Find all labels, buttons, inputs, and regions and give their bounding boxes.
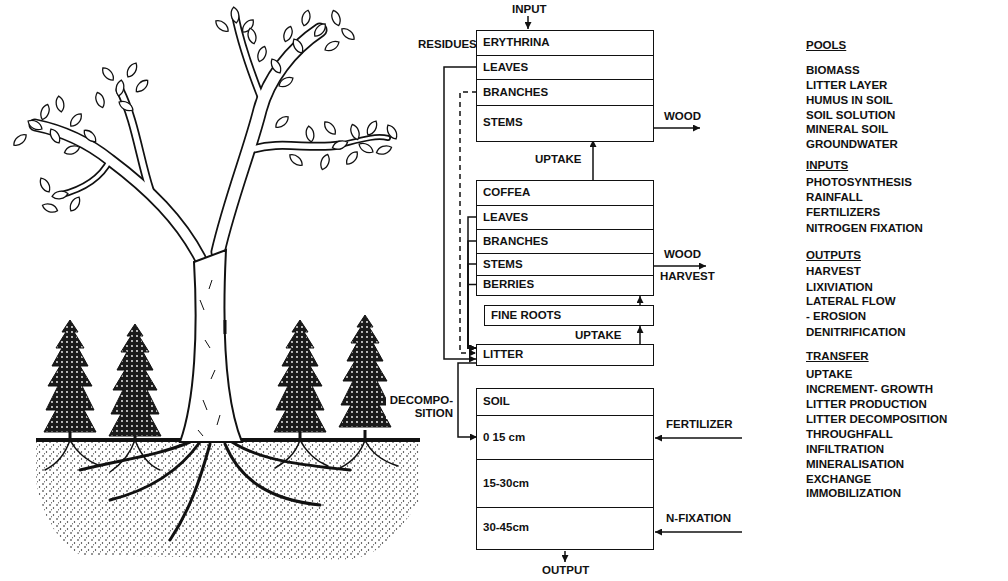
component-row: STEMS [477, 105, 653, 140]
flow-label: WOOD [664, 248, 701, 260]
flow-connector [639, 326, 641, 344]
list-item: NITROGEN FIXATION [806, 222, 923, 234]
flow-connector [460, 92, 477, 353]
list-item: INCREMENT- GROWTH [806, 383, 933, 395]
flow-label: FERTILIZER [666, 418, 732, 430]
component-row: BRANCHES [477, 79, 653, 105]
pool-box: SOIL 0 15 cm 15-30cm 30-45cm [476, 388, 654, 550]
edge-label: UPTAKE [534, 153, 582, 166]
box-label: BRANCHES [483, 87, 548, 99]
box-label: STEMS [483, 117, 523, 129]
list-item: LITTER LAYER [806, 79, 887, 91]
list-item: DENITRIFICATION [806, 326, 905, 338]
box-heading: COFFEA [477, 181, 653, 205]
harvest-arrow [654, 265, 706, 267]
fertilizer-arrow [655, 437, 742, 439]
component-row: STEMS [477, 253, 653, 275]
flow-connector [592, 140, 594, 180]
flow-label: HARVEST [660, 270, 715, 282]
list-item: RAINFALL [806, 191, 863, 203]
flow-label: N-FIXATION [666, 512, 731, 524]
list-item: LITTER PRODUCTION [806, 398, 927, 410]
list-item: LATERAL FLOW [806, 295, 896, 307]
box-label: SOIL [483, 396, 510, 408]
list-item: INFILTRATION [806, 443, 884, 455]
n-fixation-arrow [655, 531, 742, 533]
box-label: BERRIES [483, 279, 534, 291]
pool-box: ERYTHRINA LEAVES BRANCHES STEMS [476, 30, 654, 142]
flow-label: INPUT [512, 3, 547, 15]
output-arrow [564, 551, 566, 562]
list-item: SOIL SOLUTION [806, 109, 895, 121]
list-item: MINERALISATION [806, 458, 904, 470]
roots [45, 440, 398, 540]
list-item: LITTER DECOMPOSITION [806, 413, 947, 425]
flow-label: RESIDUES [418, 38, 477, 50]
list-item: PHOTOSYNTHESIS [806, 176, 912, 188]
edge-label: DECOMPO- SITION [386, 394, 454, 419]
list-item: BIOMASS [806, 64, 860, 76]
list-item: UPTAKE [806, 368, 852, 380]
box-label: BRANCHES [483, 236, 548, 248]
box-label: LEAVES [483, 212, 528, 224]
list-item: EXCHANGE [806, 473, 871, 485]
component-row: LEAVES [477, 55, 653, 79]
input-arrow [527, 16, 529, 29]
list-item: GROUNDWATER [806, 138, 898, 150]
component-row: LEAVES [477, 205, 653, 229]
tree-trunk [180, 250, 242, 442]
component-row: 30-45cm [477, 507, 653, 548]
list-item: HARVEST [806, 265, 861, 277]
component-row: 0 15 cm [477, 415, 653, 459]
process-box: FINE ROOTS [484, 305, 654, 326]
box-label: STEMS [483, 259, 523, 271]
component-row: 15-30cm [477, 459, 653, 507]
tree-branches [35, 15, 388, 258]
flow-label: WOOD [664, 110, 701, 122]
list-heading: INPUTS [806, 159, 848, 171]
bark-marks [198, 280, 225, 436]
tree-leaves [11, 6, 399, 214]
flow-connector [458, 363, 477, 437]
list-item: MINERAL SOIL [806, 123, 888, 135]
wood-arrow [654, 127, 700, 129]
flow-connector [444, 67, 477, 359]
coffee-bushes [44, 315, 391, 440]
soil-stipple [36, 440, 420, 560]
box-heading: SOIL [477, 389, 653, 415]
list-item: FERTILIZERS [806, 206, 880, 218]
box-label: LEAVES [483, 62, 528, 74]
box-label: 15-30cm [483, 478, 529, 490]
list-heading: TRANSFER [806, 350, 869, 362]
box-label: 0 15 cm [483, 432, 525, 444]
pool-box: COFFEA LEAVES BRANCHES STEMS BERRIES [476, 180, 654, 296]
list-item: IMMOBILIZATION [806, 487, 901, 499]
box-label: ERYTHRINA [483, 37, 550, 49]
list-item: THROUGHFALL [806, 428, 893, 440]
flow-connector [639, 296, 641, 305]
box-label: FINE ROOTS [491, 310, 561, 322]
component-row: BRANCHES [477, 229, 653, 253]
edge-label: UPTAKE [574, 329, 622, 342]
box-label: COFFEA [483, 187, 530, 199]
list-heading: OUTPUTS [806, 249, 861, 261]
list-item: HUMUS IN SOIL [806, 94, 893, 106]
list-item: - EROSION [806, 310, 866, 322]
box-heading: ERYTHRINA [477, 31, 653, 55]
list-item: LIXIVIATION [806, 281, 873, 293]
flow-label: OUTPUT [542, 564, 589, 576]
process-box: LITTER [476, 344, 654, 366]
list-heading: POOLS [806, 39, 846, 51]
box-label: 30-45cm [483, 522, 529, 534]
box-label: LITTER [483, 349, 523, 361]
component-row: BERRIES [477, 275, 653, 294]
